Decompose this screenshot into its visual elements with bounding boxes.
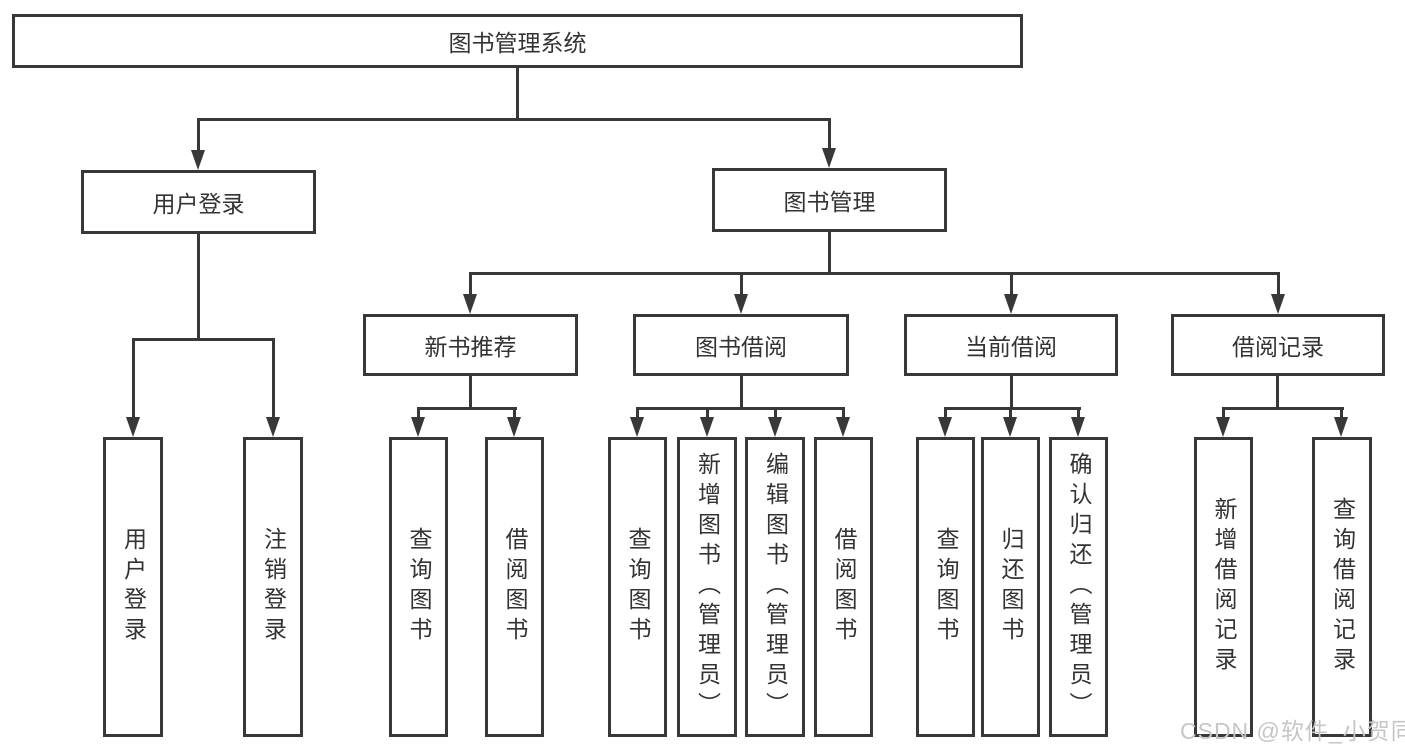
arrow-down-icon (411, 417, 425, 437)
arrow-down-icon (1216, 417, 1230, 437)
arrow-down-icon (836, 417, 850, 437)
leaf-add-borrow-record: 新增借阅记录 (1194, 437, 1253, 737)
connector-line (197, 118, 831, 121)
leaf-query-borrow-record: 查询借阅记录 (1312, 437, 1372, 737)
connector-line (469, 272, 1279, 275)
arrow-down-icon (630, 417, 644, 437)
node-new-book-recommend: 新书推荐 (363, 314, 578, 376)
connector-line (1340, 407, 1343, 421)
leaf-label: 新增图书（管理员） (694, 452, 721, 722)
connector-line (774, 407, 777, 421)
node-user-login: 用户登录 (81, 170, 316, 234)
connector-line (740, 272, 743, 298)
connector-line (842, 407, 845, 421)
arrow-down-icon (822, 148, 836, 168)
leaf-label: 确认归还（管理员） (1066, 452, 1092, 722)
arrow-down-icon (1334, 417, 1348, 437)
leaf-label: 查询图书 (406, 527, 432, 647)
arrow-down-icon (126, 417, 140, 437)
leaf-label: 归还图书 (998, 527, 1024, 647)
leaf-return-book: 归还图书 (981, 437, 1040, 737)
arrow-down-icon (191, 150, 205, 170)
connector-line (1009, 407, 1012, 421)
leaf-confirm-return-admin: 确认归还（管理员） (1049, 437, 1108, 737)
connector-line (197, 232, 200, 338)
connector-line (828, 230, 831, 274)
leaf-label: 借阅图书 (502, 527, 528, 647)
arrow-down-icon (734, 294, 748, 314)
connector-line (1077, 407, 1080, 421)
arrow-down-icon (507, 417, 521, 437)
arrow-down-icon (1004, 294, 1018, 314)
leaf-label: 注销登录 (260, 527, 287, 647)
connector-line (1222, 407, 1344, 410)
connector-line (417, 407, 517, 410)
connector-line (944, 407, 1081, 410)
arrow-down-icon (938, 417, 952, 437)
arrow-down-icon (1003, 417, 1017, 437)
leaf-query-book-2: 查询图书 (608, 437, 667, 737)
connector-line (513, 407, 516, 421)
connector-line (417, 407, 420, 421)
csdn-watermark: CSDN @软件_小贺同学 (1180, 718, 1405, 744)
arrow-down-icon (700, 417, 714, 437)
leaf-query-book-3: 查询图书 (916, 437, 975, 737)
leaf-borrow-book-2: 借阅图书 (814, 437, 873, 737)
connector-line (1222, 407, 1225, 421)
connector-line (197, 118, 200, 154)
connector-line (1276, 374, 1279, 409)
connector-line (944, 407, 947, 421)
leaf-borrow-book-1: 借阅图书 (485, 437, 544, 737)
connector-line (132, 338, 135, 420)
leaf-label: 查询借阅记录 (1329, 497, 1356, 677)
connector-line (132, 338, 275, 341)
connector-line (516, 66, 519, 118)
leaf-label: 查询图书 (933, 527, 959, 647)
connector-line (272, 338, 275, 420)
arrow-down-icon (266, 417, 280, 437)
leaf-label: 借阅图书 (831, 527, 857, 647)
leaf-label: 查询图书 (625, 527, 651, 647)
node-current-borrow: 当前借阅 (904, 314, 1118, 376)
connector-line (1277, 272, 1280, 298)
leaf-edit-book-admin: 编辑图书（管理员） (745, 437, 805, 737)
connector-line (636, 407, 639, 421)
leaf-query-book-1: 查询图书 (389, 437, 448, 737)
leaf-logout: 注销登录 (243, 437, 303, 737)
leaf-add-book-admin: 新增图书（管理员） (677, 437, 737, 737)
node-book-management: 图书管理 (712, 168, 947, 232)
connector-line (828, 118, 831, 152)
connector-line (1010, 374, 1013, 409)
connector-line (1010, 272, 1013, 298)
leaf-label: 用户登录 (120, 527, 147, 647)
connector-line (469, 272, 472, 298)
arrow-down-icon (463, 294, 477, 314)
node-book-borrow: 图书借阅 (633, 314, 849, 376)
arrow-down-icon (1071, 417, 1085, 437)
node-borrow-record: 借阅记录 (1171, 314, 1385, 376)
connector-line (469, 374, 472, 409)
connector-line (636, 407, 845, 410)
leaf-label: 新增借阅记录 (1211, 497, 1237, 677)
connector-line (740, 374, 743, 409)
arrow-down-icon (768, 417, 782, 437)
arrow-down-icon (1271, 294, 1285, 314)
leaf-user-login: 用户登录 (103, 437, 163, 737)
node-root: 图书管理系统 (12, 14, 1023, 68)
leaf-label: 编辑图书（管理员） (762, 452, 789, 722)
connector-line (706, 407, 709, 421)
